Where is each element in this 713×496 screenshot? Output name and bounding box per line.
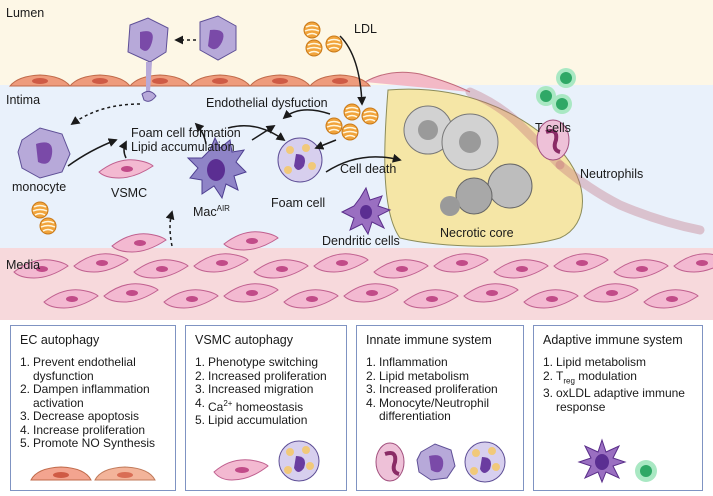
smooth-muscle-cell-icon (213, 459, 269, 481)
list-item: 3.Decrease apoptosis (20, 409, 140, 423)
endothelial-dysfunction-label: Endothelial dysfuction (206, 96, 328, 110)
list-item: 2.Dampen inflammation activation (20, 382, 150, 410)
adaptive-immune-box: Adaptive immune system 1.Lipid metabolis… (533, 325, 703, 491)
box-title: Adaptive immune system (543, 333, 683, 347)
mac-air-label: MacAIR (193, 202, 230, 219)
list-item: 1.Phenotype switching (195, 355, 319, 369)
foam-cell-icon (464, 441, 506, 483)
list-item: 1.Lipid metabolism (543, 355, 647, 369)
necrotic-core-label: Necrotic core (440, 226, 514, 240)
vsmc-autophagy-box: VSMC autophagy 1.Phenotype switching 2.I… (185, 325, 347, 491)
innate-icons (357, 440, 523, 484)
list-item: 2.Increased proliferation (195, 368, 327, 383)
transmigrating-monocyte (127, 15, 237, 102)
t-cell-icon (635, 460, 657, 482)
list-item: 4.Monocyte/Neutrophil differentiation (366, 395, 490, 423)
mac-air-cell (186, 136, 247, 200)
foam-cell (277, 137, 323, 183)
list-item: 3.Increased migration (195, 382, 314, 396)
endothelial-cells-icon (30, 466, 156, 481)
lumen-region (0, 0, 713, 90)
ldl-particles-lumen (303, 21, 343, 57)
dendritic-cell-icon (577, 438, 627, 484)
box-title: VSMC autophagy (195, 333, 293, 347)
dendritic-cell (340, 186, 392, 236)
box-title: Innate immune system (366, 333, 492, 347)
ec-icons (11, 460, 175, 484)
lipid-accumulation-label: Lipid accumulation (131, 140, 235, 154)
mac-air-superscript: AIR (216, 204, 230, 213)
foam-cell-icon (278, 440, 320, 482)
t-cells (536, 68, 576, 114)
neutrophil-icon (375, 442, 405, 482)
vsmc-label: VSMC (111, 186, 148, 200)
adaptive-icons (534, 436, 702, 484)
list-item: 2.Lipid metabolism (366, 368, 470, 383)
t-cells-label: T cells (535, 121, 571, 135)
pathway-arrows (67, 35, 402, 247)
list-item: 1.Inflammation (366, 355, 448, 369)
monocyte-cell (17, 127, 71, 179)
list-item: 2.Treg modulation (543, 368, 637, 385)
foam-cell-label: Foam cell (271, 196, 326, 210)
monocyte-icon (416, 443, 456, 481)
ec-autophagy-box: EC autophagy 1.Prevent endothelial dysfu… (10, 325, 176, 491)
ldl-label: LDL (354, 22, 377, 36)
cell-death-label: Cell death (340, 162, 397, 176)
lumen-label: Lumen (6, 6, 45, 20)
atherosclerosis-diagram (9, 15, 713, 309)
vsmc-icons (186, 438, 346, 484)
vsmc-cell (98, 159, 154, 179)
list-item: 1.Prevent endothelial dysfunction (20, 355, 136, 383)
mac-air-text: Mac (193, 205, 217, 220)
list-item: 3.oxLDL adaptive immune response (543, 386, 685, 414)
necrotic-core-cells (403, 105, 533, 216)
list-item: 5.Promote NO Synthesis (20, 436, 156, 450)
list-item: 5.Lipid accumulation (195, 413, 308, 427)
intima-label: Intima (6, 93, 41, 107)
media-label: Media (6, 258, 41, 272)
dendritic-cells-label: Dendritic cells (322, 234, 400, 248)
neutrophil (536, 119, 570, 161)
foam-cell-formation-label: Foam cell formation (131, 126, 241, 140)
neutrophils-label: Neutrophils (580, 167, 644, 181)
innate-immune-box: Innate immune system 1.Inflammation 2.Li… (356, 325, 524, 491)
list-item: 4.Ca2+ homeostasis (195, 395, 304, 414)
list-item: 3.Increased proliferation (366, 382, 498, 396)
box-title: EC autophagy (20, 333, 100, 347)
list-item: 4.Increase proliferation (20, 422, 146, 437)
monocyte-label: monocyte (12, 180, 67, 194)
